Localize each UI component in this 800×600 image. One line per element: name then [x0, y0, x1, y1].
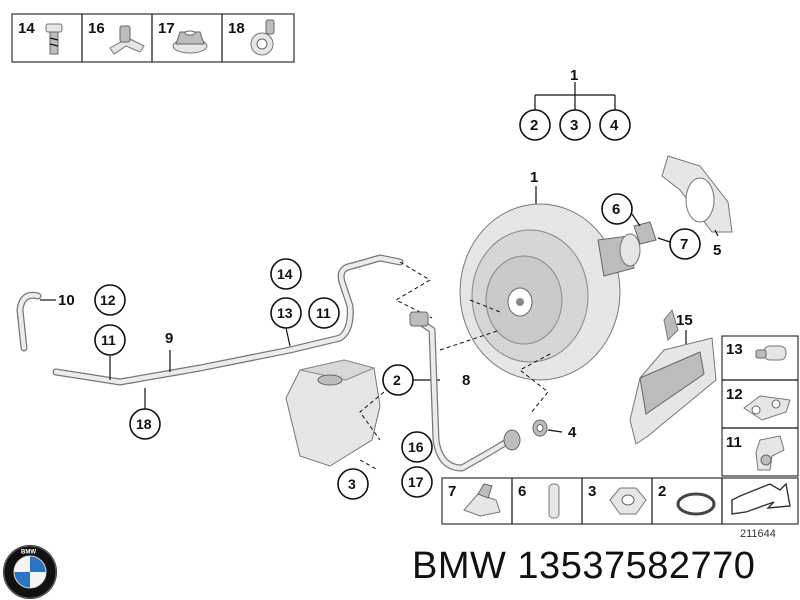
legend-number: 13 — [726, 341, 743, 358]
callout-11-mid: 11 — [316, 305, 331, 321]
callout-14: 14 — [277, 266, 293, 282]
clip-icon — [743, 395, 791, 421]
callout-3-top: 3 — [570, 117, 578, 134]
booster-kit-tree: 1 2 3 4 — [519, 67, 631, 141]
callout-1-top: 1 — [570, 67, 578, 84]
vacuum-hose-assembly: 10 12 11 9 18 14 13 11 — [16, 254, 433, 440]
callout-17: 17 — [408, 474, 424, 490]
callout-18: 18 — [136, 416, 152, 432]
callout-4-mid: 4 — [568, 424, 577, 441]
legend-item-14: 14 — [18, 20, 63, 55]
callout-9: 9 — [165, 330, 173, 347]
bolt-icon — [45, 23, 63, 55]
legend-number: 17 — [158, 20, 175, 37]
callout-13: 13 — [277, 305, 293, 321]
hose-clamp-icon — [250, 19, 275, 56]
spring-clip-icon — [463, 483, 501, 517]
pin-icon — [548, 483, 560, 519]
legend-item-18: 18 — [228, 19, 275, 56]
callout-2-mid: 2 — [393, 372, 401, 388]
callout-16: 16 — [408, 439, 424, 455]
legend-item-2: 2 — [658, 483, 716, 516]
legend-number: 6 — [518, 483, 526, 500]
bracket-clip-icon — [109, 25, 145, 55]
legend-item-13: 13 — [726, 341, 787, 361]
callout-6: 6 — [612, 201, 620, 218]
legend-item-11: 11 — [726, 434, 785, 471]
callout-3-bottom: 3 — [348, 476, 356, 492]
callout-15: 15 — [676, 312, 693, 329]
legend-number: 11 — [726, 434, 742, 451]
legend-number: 14 — [18, 20, 35, 37]
legend-item-6: 6 — [518, 483, 560, 519]
legend-number: 2 — [658, 483, 666, 500]
gasket: 5 — [661, 155, 733, 259]
top-legend: 14 16 17 18 — [11, 13, 295, 63]
elbow-connector-icon — [755, 435, 785, 471]
callout-12: 12 — [100, 292, 116, 308]
legend-number: 3 — [588, 483, 596, 500]
hose-connector-icon — [755, 345, 787, 361]
legend-item-16: 16 — [88, 20, 145, 55]
callout-11-left: 11 — [101, 332, 116, 348]
legend-item-12: 12 — [726, 386, 791, 421]
callout-8: 8 — [462, 372, 470, 389]
legend-number: 7 — [448, 483, 456, 500]
legend-number: 18 — [228, 20, 245, 37]
callout-10: 10 — [58, 292, 75, 309]
callout-7: 7 — [680, 236, 688, 253]
direction-arrow-icon — [731, 482, 791, 515]
brake-booster: 1 6 7 — [459, 169, 701, 381]
bottom-legend: 7 6 3 2 — [441, 477, 799, 525]
flange-nut-icon — [172, 30, 208, 54]
legend-item-7: 7 — [448, 483, 501, 517]
reservoir-area: 2 8 3 16 17 4 — [285, 299, 577, 500]
o-ring-icon — [676, 492, 716, 516]
right-legend: 13 12 11 — [721, 335, 799, 477]
legend-item-3: 3 — [588, 483, 647, 515]
mounting-bracket: 15 — [629, 308, 717, 445]
legend-item-17: 17 — [158, 20, 208, 54]
callout-4-top: 4 — [610, 117, 619, 134]
svg-text:BMW: BMW — [21, 550, 36, 556]
callout-1-booster: 1 — [530, 169, 538, 186]
callout-2-top: 2 — [530, 117, 538, 134]
page-title: BMW 13537582770 — [412, 545, 756, 587]
bmw-logo-icon: BMW — [3, 545, 57, 599]
callout-5: 5 — [713, 242, 721, 259]
diagram-code: 211644 — [740, 528, 776, 540]
nut-icon — [609, 487, 647, 515]
legend-number: 16 — [88, 20, 105, 37]
legend-number: 12 — [726, 386, 743, 403]
